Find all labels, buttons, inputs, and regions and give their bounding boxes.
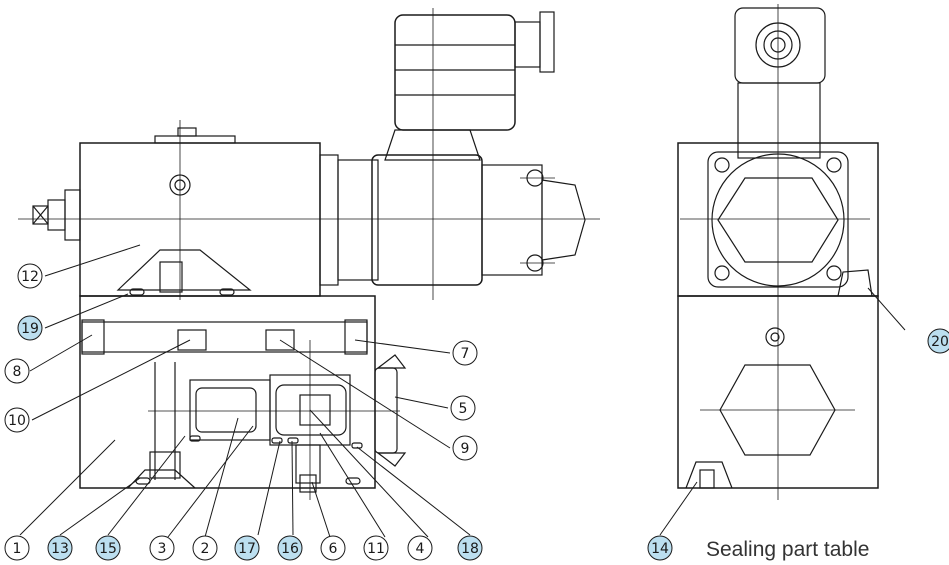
callout-label: 6 bbox=[329, 541, 338, 557]
callout-6: 6 bbox=[320, 535, 346, 561]
callout-circle bbox=[927, 328, 949, 354]
callout-label: 19 bbox=[21, 321, 39, 337]
callout-20: 20 bbox=[927, 328, 949, 354]
callout-label: 8 bbox=[13, 364, 22, 380]
callout-10: 10 bbox=[4, 407, 30, 433]
callout-circle bbox=[17, 263, 43, 289]
callout-label: 1 bbox=[13, 541, 22, 557]
callout-16: 16 bbox=[277, 535, 303, 561]
callout-9: 9 bbox=[452, 435, 478, 461]
callout-circle bbox=[4, 358, 30, 384]
callout-circle bbox=[450, 395, 476, 421]
callout-11: 11 bbox=[363, 535, 389, 561]
callout-circle bbox=[149, 535, 175, 561]
callout-circle bbox=[320, 535, 346, 561]
callout-label: 12 bbox=[21, 269, 39, 285]
leader-lines bbox=[19, 244, 906, 538]
callout-label: 17 bbox=[238, 541, 256, 557]
callout-17: 17 bbox=[234, 535, 260, 561]
callout-circle bbox=[17, 315, 43, 341]
callout-label: 10 bbox=[8, 413, 26, 429]
callout-12: 12 bbox=[17, 263, 43, 289]
callout-circle bbox=[4, 407, 30, 433]
callout-label: 18 bbox=[461, 541, 479, 557]
callout-circle bbox=[452, 340, 478, 366]
callout-circle bbox=[47, 535, 73, 561]
callout-label: 20 bbox=[931, 334, 949, 350]
callout-2: 2 bbox=[192, 535, 218, 561]
callout-7: 7 bbox=[452, 340, 478, 366]
callout-circle bbox=[647, 535, 673, 561]
callout-circle bbox=[363, 535, 389, 561]
front-view bbox=[32, 11, 586, 493]
callout-3: 3 bbox=[149, 535, 175, 561]
callout-label: 16 bbox=[281, 541, 299, 557]
callout-circle bbox=[234, 535, 260, 561]
callout-15: 15 bbox=[95, 535, 121, 561]
upper-block bbox=[79, 142, 321, 297]
callout-label: 9 bbox=[461, 441, 470, 457]
sealing-part-table-caption: Sealing part table bbox=[706, 538, 870, 561]
callout-label: 11 bbox=[367, 541, 385, 557]
callout-19: 19 bbox=[17, 315, 43, 341]
callout-label: 13 bbox=[51, 541, 69, 557]
callout-5: 5 bbox=[450, 395, 476, 421]
callout-circle bbox=[457, 535, 483, 561]
callout-8: 8 bbox=[4, 358, 30, 384]
callout-circle bbox=[407, 535, 433, 561]
callout-label: 4 bbox=[416, 541, 425, 557]
callout-18: 18 bbox=[457, 535, 483, 561]
callout-label: 14 bbox=[651, 541, 669, 557]
callout-label: 5 bbox=[459, 401, 468, 417]
callout-circle bbox=[277, 535, 303, 561]
callout-14: 14 bbox=[647, 535, 673, 561]
callout-circle bbox=[4, 535, 30, 561]
callout-label: 3 bbox=[158, 541, 167, 557]
callout-circle bbox=[192, 535, 218, 561]
callout-label: 2 bbox=[201, 541, 210, 557]
callout-label: 15 bbox=[99, 541, 117, 557]
callout-circle bbox=[95, 535, 121, 561]
callout-circle bbox=[452, 435, 478, 461]
callout-1: 1 bbox=[4, 535, 30, 561]
callout-4: 4 bbox=[407, 535, 433, 561]
callout-label: 7 bbox=[461, 346, 470, 362]
callout-13: 13 bbox=[47, 535, 73, 561]
